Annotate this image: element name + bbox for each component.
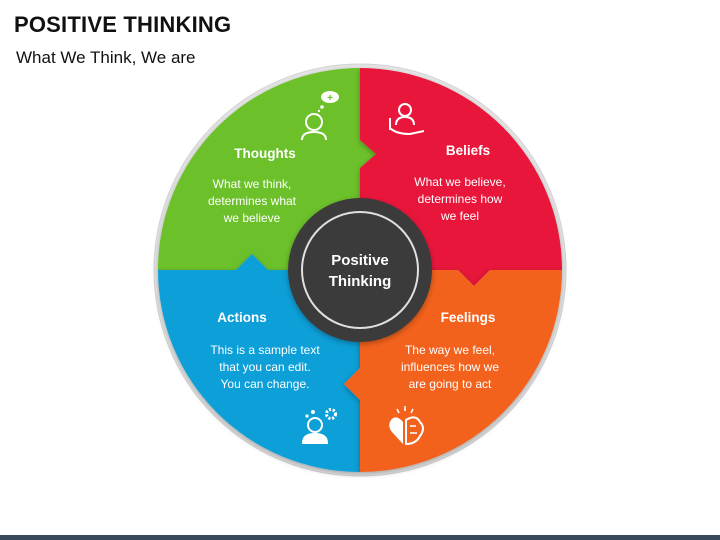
feelings-body-line1: The way we feel, <box>405 343 495 357</box>
footer-bar <box>0 535 720 540</box>
hand-holding-person-icon <box>389 103 425 136</box>
page-title: POSITIVE THINKING <box>14 12 232 37</box>
thoughts-body-line1: What we think, <box>213 177 292 191</box>
beliefs-body-line3: we feel <box>440 209 479 223</box>
feelings-title: Feelings <box>441 310 496 325</box>
beliefs-body-line1: What we believe, <box>414 175 505 189</box>
thoughts-body-line3: we believe <box>223 211 281 225</box>
heart-brain-icon <box>389 406 424 446</box>
center-ring <box>301 211 419 329</box>
svg-text:+: + <box>327 93 333 104</box>
beliefs-title: Beliefs <box>446 143 490 158</box>
thoughts-title: Thoughts <box>234 146 295 161</box>
feelings-body-line2: influences how we <box>401 360 499 374</box>
actions-title: Actions <box>217 310 267 325</box>
thoughts-body-line2: determines what <box>208 194 297 208</box>
feelings-body-line3: are going to act <box>409 377 492 391</box>
page-subtitle: What We Think, We are <box>16 48 196 67</box>
center-circle <box>288 198 432 342</box>
actions-body-line3: You can change. <box>221 377 310 391</box>
center-label-line2: Thinking <box>329 273 392 290</box>
actions-body-line1: This is a sample text <box>210 343 320 357</box>
beliefs-body-line2: determines how <box>418 192 503 206</box>
person-thought-icon: + <box>301 91 339 141</box>
actions-body-line2: that you can edit. <box>219 360 310 374</box>
center-label-line1: Positive <box>331 252 389 269</box>
person-gears-icon <box>301 408 337 444</box>
